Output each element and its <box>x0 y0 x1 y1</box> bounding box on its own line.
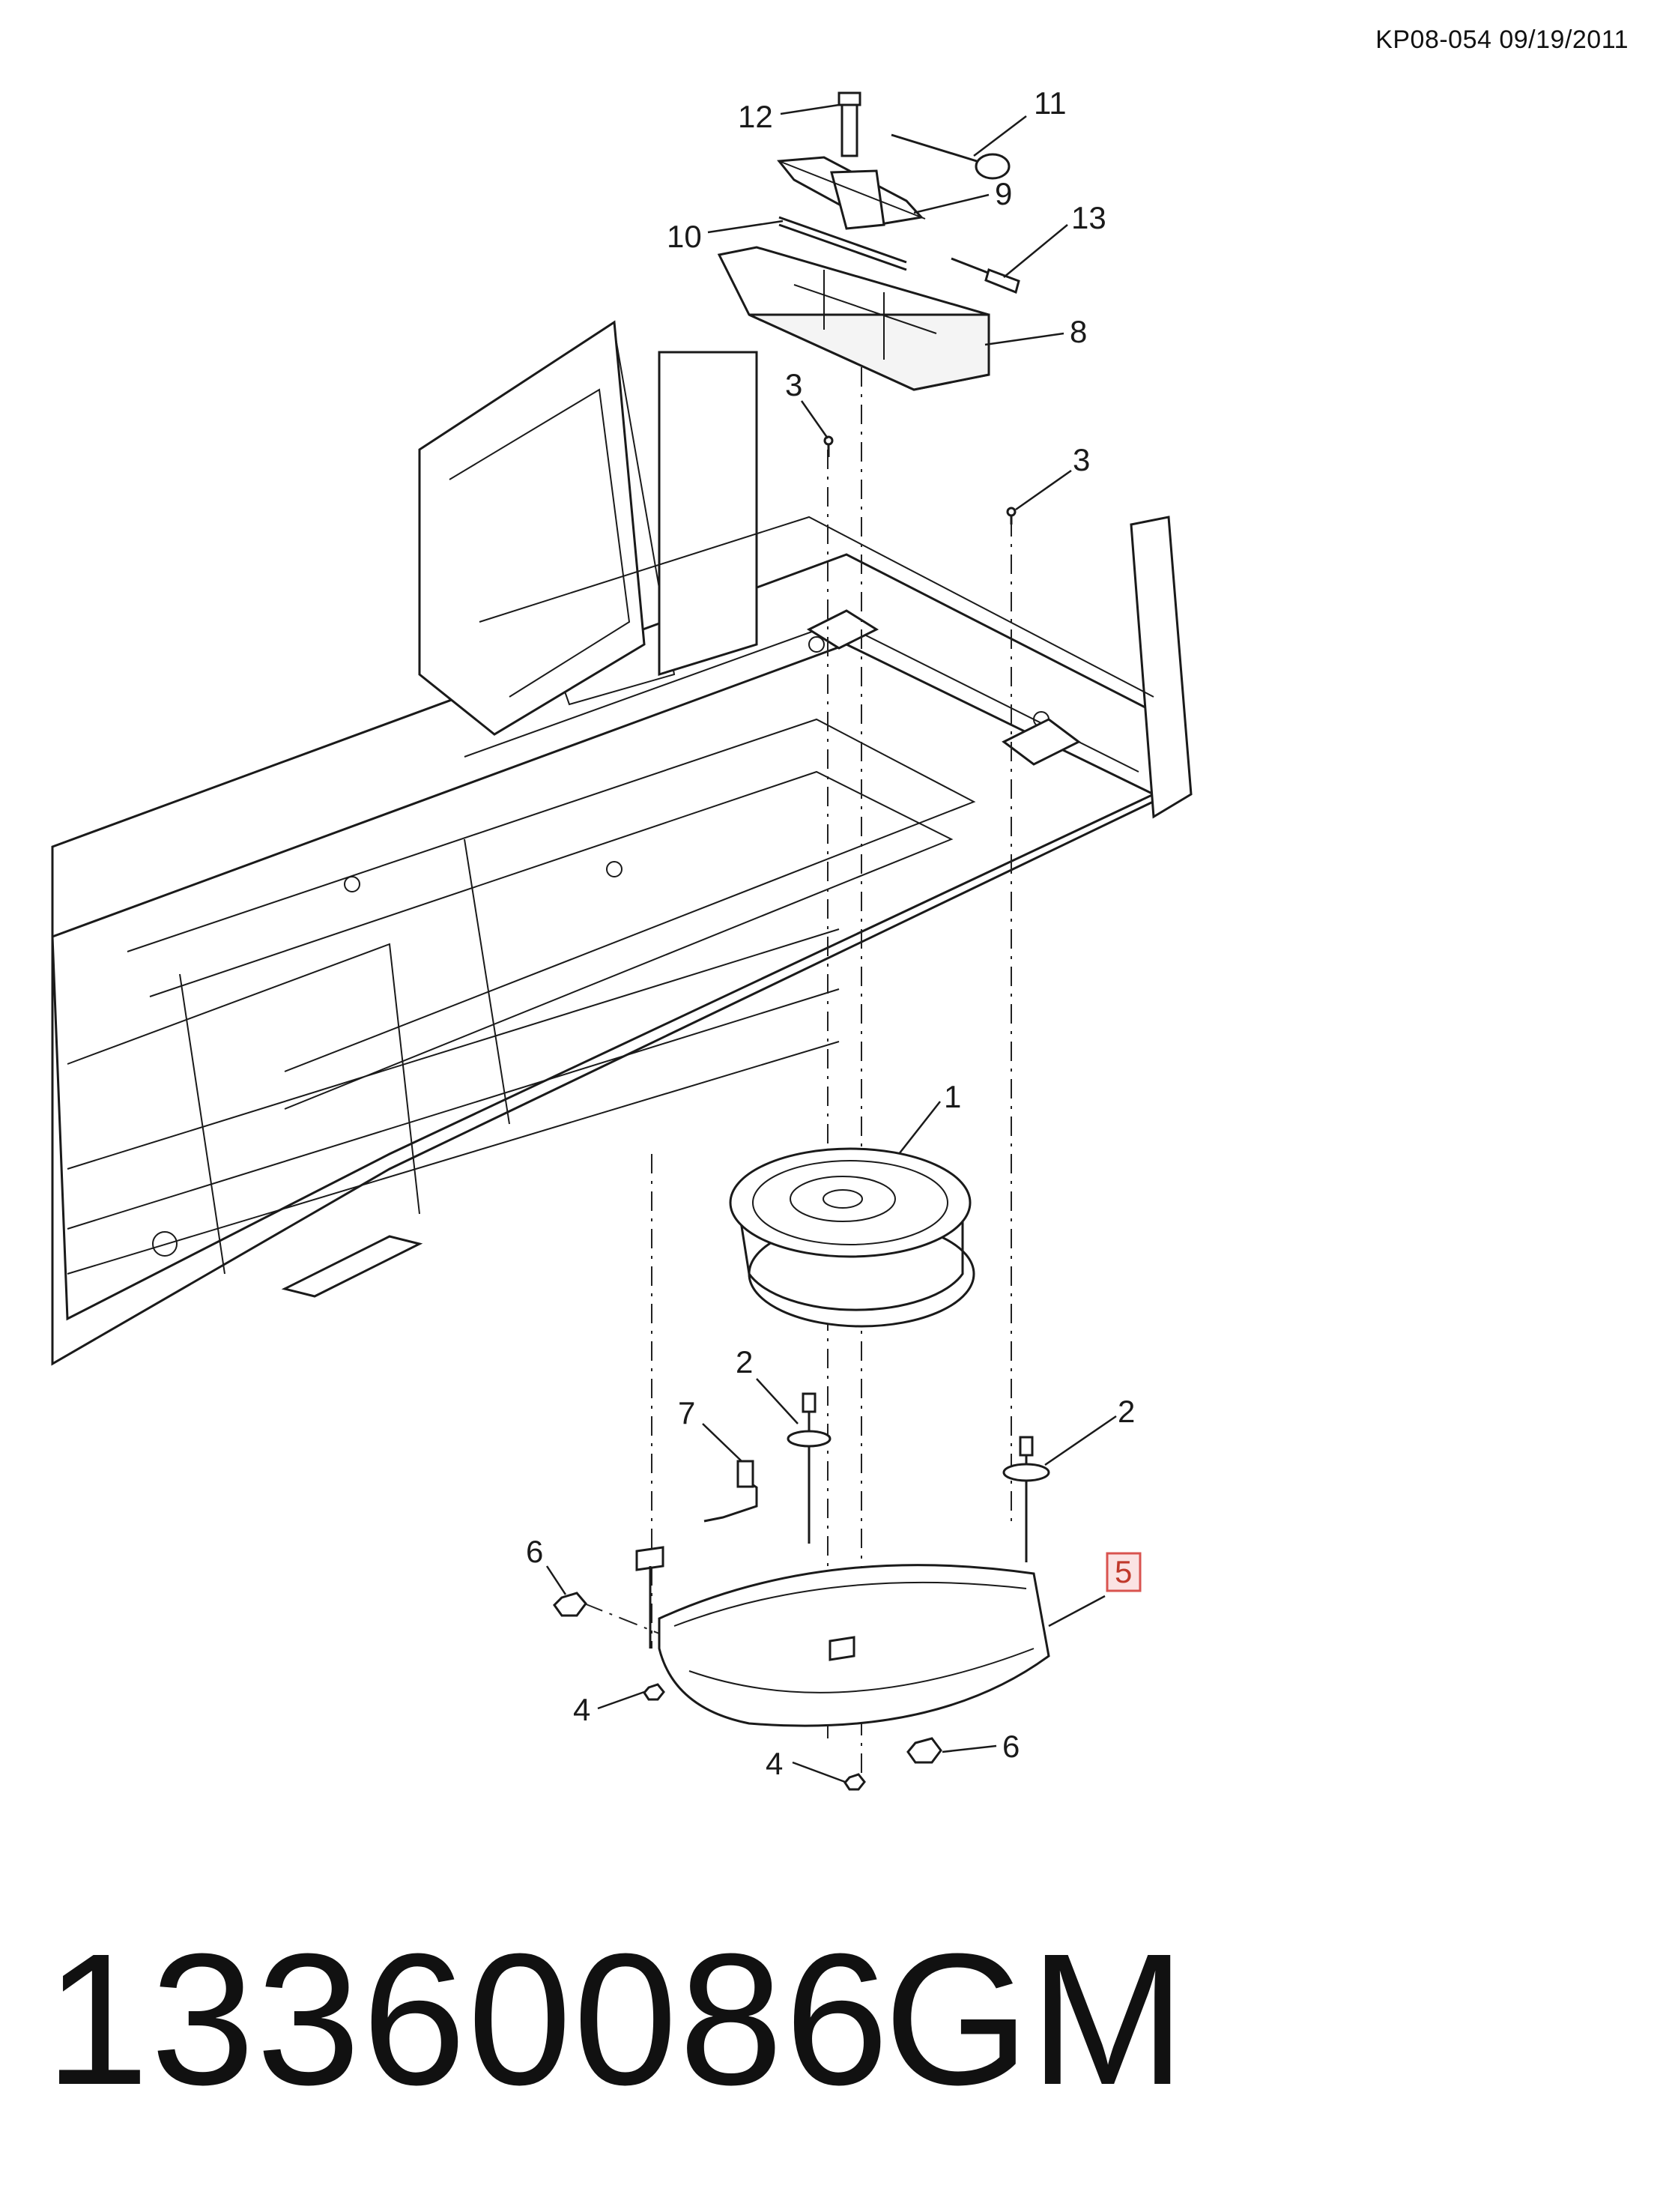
callout-2-left: 2 <box>736 1344 753 1380</box>
part-12-jack-extension <box>837 91 861 157</box>
part-2-retainer-left <box>787 1392 832 1544</box>
callout-3-left: 3 <box>785 367 802 402</box>
part-6-nut-right <box>906 1737 942 1764</box>
part-13-driver <box>951 257 1020 294</box>
part-11-tow-eye <box>891 133 1011 180</box>
part-4-nut-right <box>843 1773 866 1791</box>
callout-3-right: 3 <box>1073 442 1090 477</box>
drawing-reference-code: KP08-054 09/19/2011 <box>1375 25 1629 54</box>
leader-lines <box>545 103 1117 1783</box>
callout-13: 13 <box>1071 200 1106 235</box>
callout-5: 5 <box>1115 1554 1132 1589</box>
brand-name: GM <box>884 1915 1186 2124</box>
callout-8: 8 <box>1070 314 1087 349</box>
callout-4-right: 4 <box>766 1746 783 1781</box>
callout-6-right: 6 <box>1002 1729 1020 1764</box>
part-5-wheel-tub <box>635 1546 1050 1727</box>
part-10-jack-handle <box>778 216 907 271</box>
part-1-spare-wheel <box>729 1147 975 1328</box>
part-number: 13360086 <box>45 1915 891 2124</box>
part-6-nut-left <box>553 1592 587 1617</box>
vehicle-body-structure <box>51 320 1193 1366</box>
callout-12: 12 <box>738 99 773 134</box>
callout-4-left: 4 <box>573 1692 590 1727</box>
part-3-bolt-left <box>823 435 834 457</box>
callout-9: 9 <box>995 176 1012 211</box>
exploded-parts-diagram: 12 11 9 10 13 8 3 3 1 2 2 7 5 6 6 4 4 <box>51 85 1193 1791</box>
callout-6-left: 6 <box>526 1534 543 1569</box>
part-7-cable <box>703 1460 758 1523</box>
callout-1: 1 <box>944 1079 961 1114</box>
part-8-tool-tray <box>717 246 990 391</box>
callout-5-highlight-box <box>1106 1552 1142 1592</box>
part-4-nut-left <box>643 1683 665 1701</box>
part-3-bolt-right <box>1006 507 1017 525</box>
callout-7: 7 <box>678 1395 695 1430</box>
callout-11: 11 <box>1034 85 1067 121</box>
callout-10: 10 <box>667 219 702 254</box>
part-2-retainer-right <box>1002 1436 1050 1562</box>
callout-2-right: 2 <box>1118 1394 1135 1429</box>
part-9-scissor-jack <box>777 156 926 230</box>
